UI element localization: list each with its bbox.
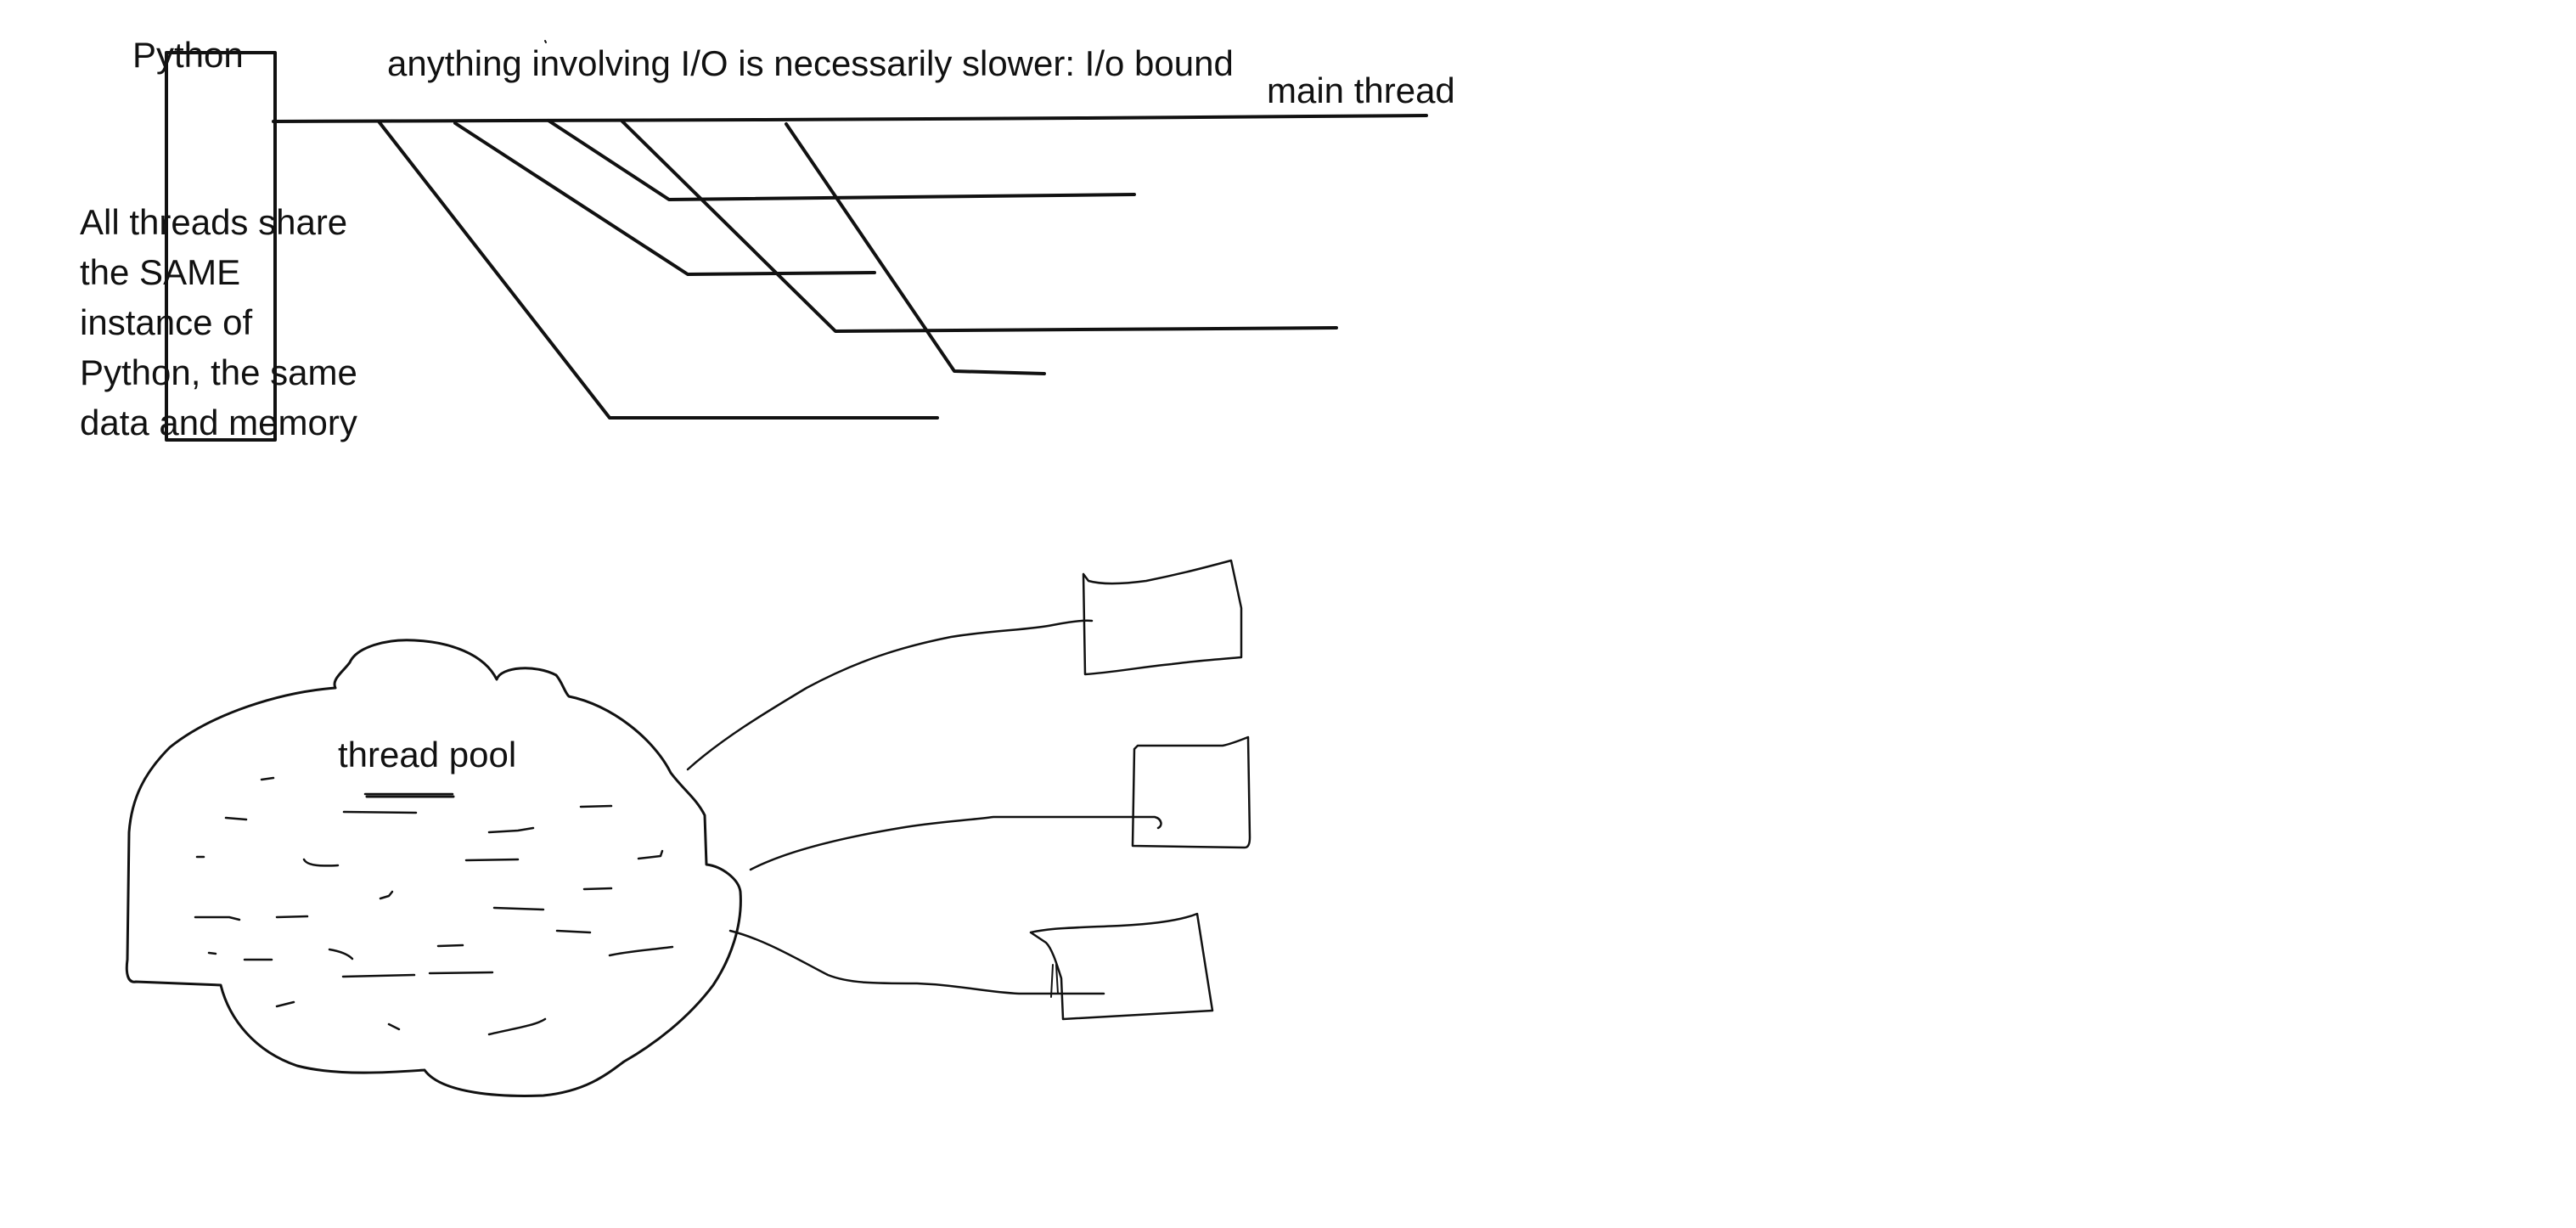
pool-dash [224, 816, 248, 821]
thread-branch [377, 120, 939, 420]
task-box-3-edge [1050, 964, 1059, 998]
thread-pool-cloud [125, 639, 742, 1097]
pool-dash [194, 915, 241, 921]
task-box-3[interactable] [1029, 912, 1214, 1021]
pool-dash [436, 944, 464, 948]
pool-dash [302, 858, 340, 867]
pool-dash [637, 849, 664, 860]
pool-dash [428, 971, 494, 975]
pool-thread-dashes [194, 776, 674, 1036]
stray-mark [544, 40, 547, 43]
pool-dash [328, 948, 354, 960]
python-label: Python [132, 35, 244, 75]
pool-dash [342, 810, 418, 814]
pool-dash [555, 929, 592, 934]
task-box-2[interactable] [1131, 735, 1251, 849]
thread-branch [785, 122, 1046, 375]
pool-dash [341, 973, 416, 978]
shared-note-line: the SAME [80, 252, 241, 292]
python-process-box [165, 51, 277, 442]
pool-dash [387, 1022, 401, 1031]
pool-dash [464, 858, 520, 862]
connection-line-2 [749, 815, 1162, 871]
connection-line-3 [728, 929, 1105, 995]
main-thread-label: main thread [1267, 70, 1455, 110]
pool-dash [582, 887, 613, 891]
thread-branch [547, 119, 1136, 201]
pool-dash [207, 951, 217, 955]
thread-branch [453, 121, 876, 276]
pool-dash [608, 945, 674, 957]
pool-dash [492, 906, 545, 911]
pool-dash [487, 826, 535, 834]
pool-dash [487, 1017, 547, 1036]
io-bound-note: anything involving I/O is necessarily sl… [387, 43, 1234, 83]
shared-note-line: All threads share [80, 202, 348, 242]
thread-branches [377, 119, 1338, 420]
shared-memory-note: All threads share the SAME instance of P… [80, 197, 419, 448]
connection-line-1 [686, 619, 1094, 771]
main-thread-line [272, 114, 1428, 123]
pool-connections [686, 619, 1162, 995]
pool-dash [260, 776, 275, 781]
thread-branch [620, 119, 1338, 333]
pool-dash [275, 915, 309, 919]
thread-pool-label: thread pool [338, 735, 517, 775]
shared-note-line: instance of [80, 302, 253, 342]
shared-note-line: data and memory [80, 403, 357, 442]
pool-dash [275, 1000, 295, 1008]
shared-note-line: Python, the same [80, 352, 357, 392]
pool-dash [379, 890, 394, 900]
pool-dash [579, 804, 613, 808]
task-box-1[interactable] [1082, 559, 1243, 676]
